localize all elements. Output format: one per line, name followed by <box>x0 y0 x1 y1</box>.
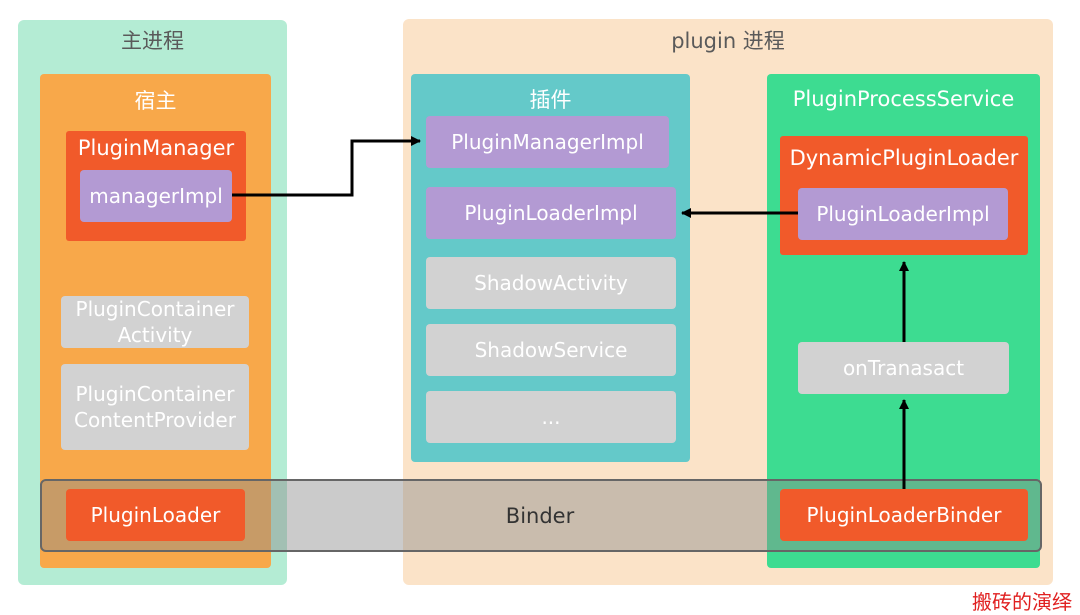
plugin-process-service-title: PluginProcessService <box>792 87 1015 111</box>
plugin-container-content-provider-box: PluginContainer ContentProvider <box>61 364 249 450</box>
plugin-title: 插件 <box>529 88 572 112</box>
plugin-process-title: plugin 进程 <box>671 29 785 53</box>
main-process-title: 主进程 <box>121 29 184 53</box>
manager-impl-box: managerImpl <box>80 170 232 222</box>
watermark-text: 搬砖的演绎 <box>972 590 1072 614</box>
plugin-manager-impl-box: PluginManagerImpl <box>426 116 669 168</box>
plugin-container-activity-box: PluginContainer Activity <box>61 296 249 348</box>
host-title: 宿主 <box>134 89 177 113</box>
shadow-service-box: ShadowService <box>426 324 676 376</box>
on-transact-box: onTranasact <box>798 342 1009 394</box>
binder-label: Binder <box>505 504 575 528</box>
plugin-loader-box: PluginLoader <box>66 489 245 541</box>
plugin-loader-binder-box: PluginLoaderBinder <box>780 489 1028 541</box>
shadow-activity-box: ShadowActivity <box>426 257 676 309</box>
pps-plugin-loader-impl-box: PluginLoaderImpl <box>798 188 1008 240</box>
more-box: ... <box>426 391 676 443</box>
plugin-manager-title: PluginManager <box>77 136 235 160</box>
dynamic-plugin-loader-title: DynamicPluginLoader <box>789 146 1019 170</box>
plugin-loader-impl-box: PluginLoaderImpl <box>426 187 676 239</box>
